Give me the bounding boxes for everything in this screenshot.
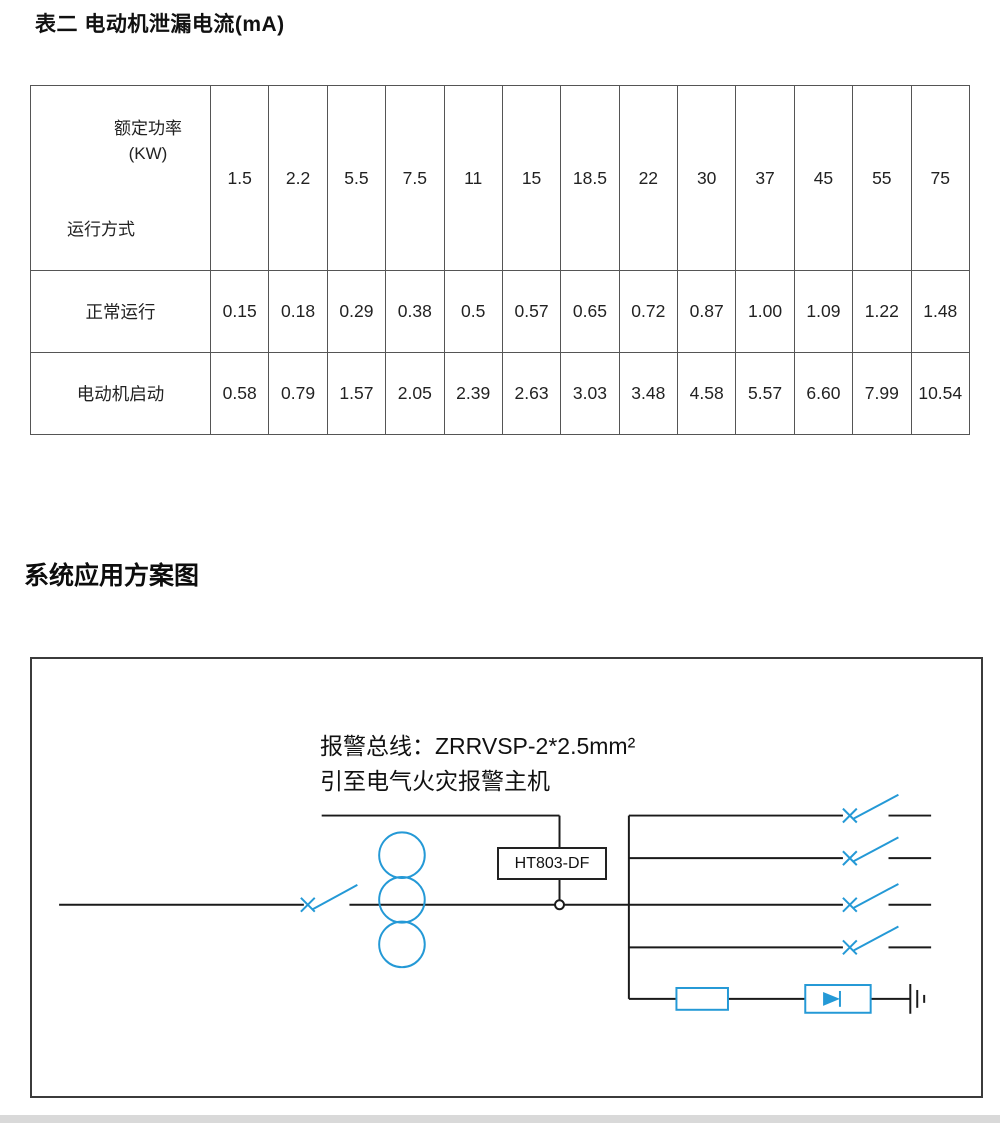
main-disconnect-switch-icon: [300, 884, 358, 913]
col-header: 7.5: [385, 85, 445, 271]
table-cell: 1.48: [910, 270, 970, 353]
row-label: 电动机启动: [30, 352, 211, 435]
row-label: 正常运行: [30, 270, 211, 353]
table-cell: 5.57: [735, 352, 795, 435]
table-header-row: 额定功率 (KW) 运行方式 1.5 2.2 5.5 7.5 11 15 18.…: [30, 85, 970, 271]
section-title: 系统应用方案图: [24, 562, 200, 590]
table-cell: 2.05: [385, 352, 445, 435]
table-cell: 7.99: [852, 352, 912, 435]
table-title: 表二 电动机泄漏电流(mA): [35, 13, 285, 36]
table-corner-cell: 额定功率 (KW) 运行方式: [30, 85, 211, 271]
table-cell: 0.87: [676, 270, 737, 353]
earth-ground-icon: [909, 984, 926, 1014]
table-cell: 0.65: [560, 270, 620, 353]
corner-rated-power-text: 额定功率: [114, 119, 182, 138]
table-cell: 10.54: [910, 352, 970, 435]
branch-switch-icon: [842, 883, 899, 913]
alarm-bus-label-line1: 报警总线：ZRRVSP-2*2.5mm²: [320, 733, 636, 759]
alarm-bus-label: 报警总线：ZRRVSP-2*2.5mm² 引至电气火灾报警主机: [320, 729, 635, 799]
branch-switch-icon: [842, 836, 899, 866]
col-header: 1.5: [209, 85, 270, 271]
col-header: 11: [443, 85, 503, 271]
col-header: 5.5: [326, 85, 387, 271]
wires: [59, 814, 932, 1000]
current-transformer-icon: [378, 831, 426, 969]
col-header: 2.2: [268, 85, 328, 271]
table-cell: 0.15: [209, 270, 270, 353]
device-label: HT803-DF: [514, 854, 590, 872]
system-diagram-box: 报警总线：ZRRVSP-2*2.5mm² 引至电气火灾报警主机 HT803-DF: [30, 657, 983, 1098]
table-cell: 1.00: [735, 270, 795, 353]
corner-label-rated-power: 额定功率 (KW): [92, 116, 204, 166]
alarm-bus-label-line2: 引至电气火灾报警主机: [320, 768, 550, 794]
col-header: 75: [910, 85, 970, 271]
table-cell: 6.60: [793, 352, 854, 435]
col-header: 22: [618, 85, 679, 271]
col-header: 55: [852, 85, 912, 271]
table-row-normal-run: 正常运行 0.15 0.18 0.29 0.38 0.5 0.57 0.65 0…: [30, 270, 970, 353]
branch-switch-icon: [842, 925, 899, 955]
table-row-motor-start: 电动机启动 0.58 0.79 1.57 2.05 2.39 2.63 3.03…: [30, 352, 970, 435]
table-cell: 0.58: [209, 352, 270, 435]
table-cell: 0.79: [268, 352, 328, 435]
table-cell: 1.09: [793, 270, 854, 353]
surge-arrester-icon: [804, 984, 872, 1014]
branch-switch-icon: [842, 793, 899, 824]
table-cell: 3.48: [618, 352, 679, 435]
device-ht803-df: HT803-DF: [497, 847, 607, 880]
table-cell: 4.58: [676, 352, 737, 435]
motor-leakage-table: 额定功率 (KW) 运行方式 1.5 2.2 5.5 7.5 11 15 18.…: [30, 85, 970, 435]
fuse-icon: [675, 986, 729, 1011]
table-cell: 2.39: [443, 352, 503, 435]
table-cell: 0.18: [268, 270, 328, 353]
table-cell: 0.5: [443, 270, 503, 353]
circuit-svg: [59, 793, 932, 1014]
corner-label-run-mode: 运行方式: [67, 220, 135, 239]
table-cell: 3.03: [560, 352, 620, 435]
corner-kw-text: (KW): [128, 144, 168, 163]
table-cell: 1.22: [852, 270, 912, 353]
table-cell: 0.72: [618, 270, 679, 353]
col-header: 15: [501, 85, 562, 271]
col-header: 37: [735, 85, 795, 271]
table-cell: 0.29: [326, 270, 387, 353]
col-header: 18.5: [560, 85, 620, 271]
table-cell: 0.38: [385, 270, 445, 353]
table-cell: 1.57: [326, 352, 387, 435]
junction-node-icon: [554, 899, 565, 911]
col-header: 45: [793, 85, 854, 271]
table-cell: 2.63: [501, 352, 562, 435]
col-header: 30: [676, 85, 737, 271]
page-bottom-strip: [0, 1115, 1000, 1123]
table-cell: 0.57: [501, 270, 562, 353]
